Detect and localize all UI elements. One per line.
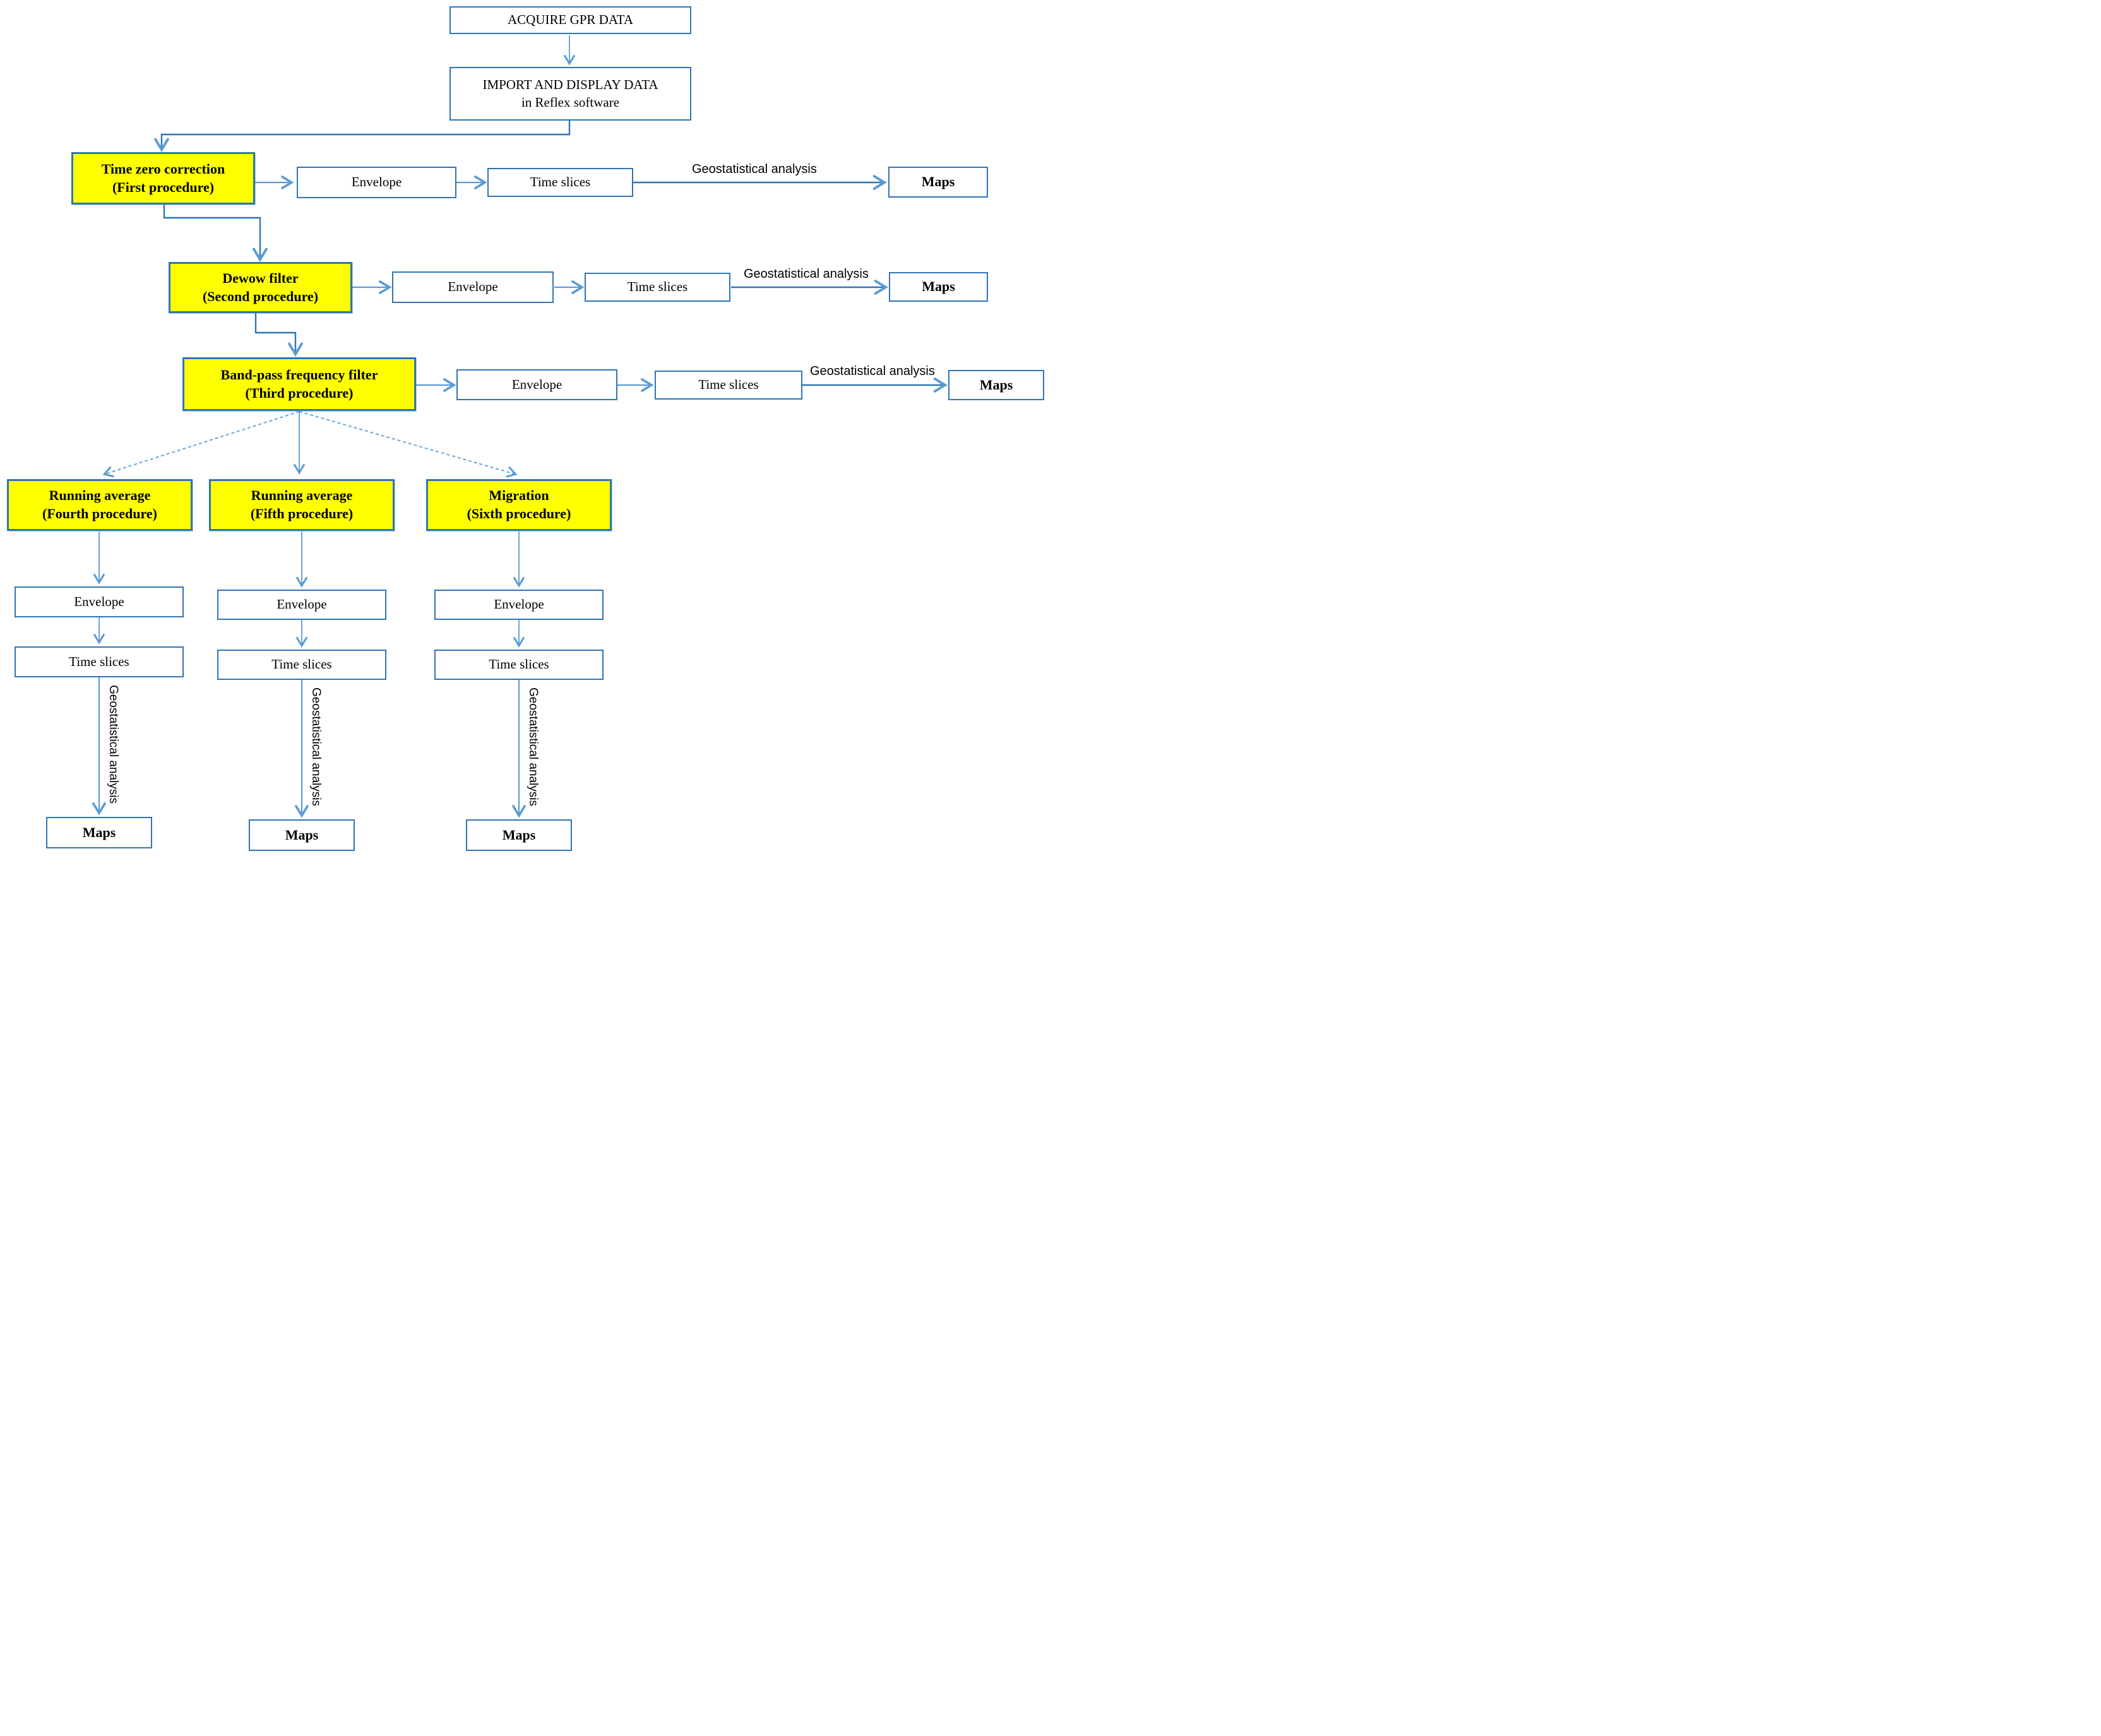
edge-import-to-timezero bbox=[154, 121, 571, 152]
node-acquire-gpr-data: ACQUIRE GPR DATA bbox=[449, 6, 691, 34]
node-maps-1: Maps bbox=[888, 167, 988, 198]
node-maps-3: Maps bbox=[948, 370, 1044, 400]
node-time-slices-5: Time slices bbox=[217, 650, 386, 680]
procedure-name: Migration bbox=[489, 487, 549, 504]
procedure-stage: (Fifth procedure) bbox=[250, 506, 354, 521]
edge-dewow-to-bandpass bbox=[254, 313, 303, 357]
node-import-line1: IMPORT AND DISPLAY DATA bbox=[482, 77, 658, 93]
label-geostatistical-analysis-2: Geostatistical analysis bbox=[744, 267, 869, 281]
envelope-label: Envelope bbox=[511, 376, 562, 392]
edge-bandpass-to-runavg4 bbox=[102, 411, 300, 478]
node-maps-6: Maps bbox=[466, 819, 572, 851]
node-envelope-2: Envelope bbox=[392, 271, 554, 303]
node-running-average-fifth: Running average (Fifth procedure) bbox=[209, 479, 395, 531]
node-time-slices-4: Time slices bbox=[15, 646, 184, 677]
procedure-name: Band-pass frequency filter bbox=[220, 366, 378, 383]
time-slices-label: Time slices bbox=[489, 657, 549, 672]
label-geostatistical-analysis-3: Geostatistical analysis bbox=[810, 364, 935, 378]
node-dewow-filter: Dewow filter (Second procedure) bbox=[169, 262, 352, 313]
envelope-label: Envelope bbox=[448, 279, 498, 295]
connector-lines bbox=[92, 35, 948, 818]
node-envelope-6: Envelope bbox=[434, 590, 604, 620]
node-time-slices-6: Time slices bbox=[434, 650, 604, 680]
procedure-stage: (Sixth procedure) bbox=[467, 506, 571, 521]
envelope-label: Envelope bbox=[277, 597, 327, 612]
procedure-stage: (Second procedure) bbox=[202, 288, 319, 304]
edge-bandpass-to-migration bbox=[299, 411, 518, 478]
label-geostatistical-analysis-4: Geostatistical analysis bbox=[107, 685, 120, 804]
label-geostatistical-analysis-6: Geostatistical analysis bbox=[527, 687, 540, 806]
maps-label: Maps bbox=[922, 278, 955, 295]
node-import-line2: in Reflex software bbox=[521, 94, 620, 110]
time-slices-label: Time slices bbox=[698, 377, 759, 393]
node-band-pass-frequency-filter: Band-pass frequency filter (Third proced… bbox=[182, 357, 416, 411]
maps-label: Maps bbox=[979, 376, 1013, 393]
node-envelope-1: Envelope bbox=[297, 167, 456, 198]
maps-label: Maps bbox=[502, 826, 536, 843]
procedure-stage: (Fourth procedure) bbox=[42, 506, 157, 521]
node-time-slices-1: Time slices bbox=[487, 168, 633, 197]
maps-label: Maps bbox=[285, 826, 319, 843]
gpr-processing-flowchart: ACQUIRE GPR DATA IMPORT AND DISPLAY DATA… bbox=[0, 0, 1050, 868]
node-maps-4: Maps bbox=[46, 817, 152, 848]
edge-timezero-to-dewow bbox=[163, 205, 268, 262]
procedure-name: Running average bbox=[251, 487, 353, 504]
envelope-label: Envelope bbox=[74, 593, 124, 609]
node-maps-2: Maps bbox=[889, 272, 988, 302]
node-envelope-3: Envelope bbox=[456, 369, 617, 400]
procedure-stage: (First procedure) bbox=[112, 179, 215, 195]
maps-label: Maps bbox=[921, 174, 955, 190]
label-geostatistical-analysis-1: Geostatistical analysis bbox=[692, 162, 817, 176]
node-time-zero-correction: Time zero correction (First procedure) bbox=[71, 152, 255, 205]
label-geostatistical-analysis-5: Geostatistical analysis bbox=[309, 687, 323, 806]
node-migration-sixth: Migration (Sixth procedure) bbox=[426, 479, 612, 531]
node-import-display-data: IMPORT AND DISPLAY DATA in Reflex softwa… bbox=[449, 67, 691, 121]
node-time-slices-2: Time slices bbox=[585, 273, 730, 302]
node-envelope-5: Envelope bbox=[217, 590, 386, 620]
procedure-name: Time zero correction bbox=[101, 160, 225, 177]
time-slices-label: Time slices bbox=[530, 174, 591, 190]
node-running-average-fourth: Running average (Fourth procedure) bbox=[7, 479, 193, 531]
time-slices-label: Time slices bbox=[271, 657, 332, 672]
node-envelope-4: Envelope bbox=[15, 586, 184, 617]
envelope-label: Envelope bbox=[494, 597, 544, 612]
node-time-slices-3: Time slices bbox=[655, 371, 802, 400]
node-acquire-label: ACQUIRE GPR DATA bbox=[508, 12, 633, 28]
envelope-label: Envelope bbox=[351, 174, 402, 190]
time-slices-label: Time slices bbox=[69, 653, 129, 669]
procedure-stage: (Third procedure) bbox=[245, 384, 354, 401]
procedure-name: Running average bbox=[49, 487, 151, 504]
node-maps-5: Maps bbox=[249, 819, 355, 851]
maps-label: Maps bbox=[82, 824, 116, 840]
procedure-name: Dewow filter bbox=[222, 270, 299, 286]
time-slices-label: Time slices bbox=[627, 279, 688, 295]
